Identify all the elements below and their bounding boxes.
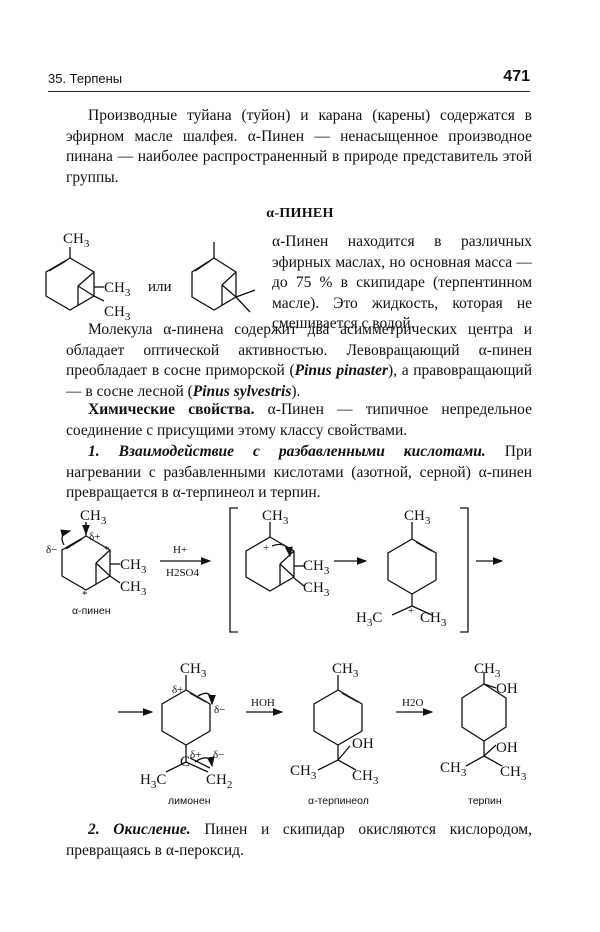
species-sylvestris: Pinus sylvestris xyxy=(192,382,292,400)
terpin-structure xyxy=(461,672,507,767)
terpineol-oh: OH xyxy=(352,736,374,752)
caption-limonene: лимонен xyxy=(168,795,211,807)
reaction2-paragraph: 2. Окисление. Пинен и скипидар окисляютс… xyxy=(66,820,532,861)
pinene-reactant xyxy=(60,522,121,591)
reaction1-text: При нагревании с разбавленными кислотами… xyxy=(66,443,532,501)
limonene-delta-minus: δ− xyxy=(214,704,225,716)
terpineol-structure xyxy=(313,675,363,771)
cation2-ch3-2: CH3 xyxy=(420,610,447,629)
terpineol-ch3-3: CH3 xyxy=(352,768,379,787)
cation2-plus: + xyxy=(408,605,414,617)
terpin-oh-1: OH xyxy=(496,681,518,697)
pinene-description: α-Пинен находится в различных эфирных ма… xyxy=(272,233,532,332)
terpinyl-cation xyxy=(387,522,437,616)
pinene-structure-labeled xyxy=(45,247,105,311)
label-ch3-top: CH3 xyxy=(63,231,90,250)
label-ch3-right: CH3 xyxy=(104,280,131,299)
chem-props-title: Химические свойства. xyxy=(88,401,255,418)
reagent-acid-bottom: H2SO4 xyxy=(166,567,200,579)
limonene-ch3: CH3 xyxy=(180,661,207,680)
cation2-ch3: CH3 xyxy=(404,508,431,527)
chem-props-text: α-Пинен — типичное непредельное соединен… xyxy=(66,401,533,439)
terpin-ch3: CH3 xyxy=(474,661,501,680)
limonene-delta-plus: δ+ xyxy=(172,684,183,696)
asym-center-1: * xyxy=(104,544,110,556)
terpin-oh-2: OH xyxy=(496,740,518,756)
cation1-plus: + xyxy=(263,542,269,554)
cation1-ch3: CH3 xyxy=(262,508,289,527)
section-title: α-ПИНЕН xyxy=(266,206,334,221)
reactant-ch3-2: CH3 xyxy=(120,557,147,576)
caption-a-pinene: α-пинен xyxy=(72,605,111,617)
cation1-ch3-3: CH3 xyxy=(303,580,330,599)
limonene-c: C xyxy=(180,754,190,770)
cation1-ch3-2: CH3 xyxy=(303,558,330,577)
header-rule xyxy=(48,91,530,92)
section-heading: 35. Терпены xyxy=(48,71,123,86)
page-number: 471 xyxy=(503,68,530,85)
molecule-text-2: ), а правовращающий — в сосне лесной ( xyxy=(66,362,532,400)
caption-terpin: терпин xyxy=(468,795,502,807)
pinene-structure-skeletal xyxy=(191,242,256,313)
bracket-left xyxy=(229,507,238,633)
reactant-ch3-3: CH3 xyxy=(120,579,147,598)
limonene-delta-plus-2: δ+ xyxy=(190,749,201,761)
molecule-text-1: Молекула α-пинена содержит два асимметри… xyxy=(66,321,532,379)
pinyl-cation xyxy=(245,522,305,592)
limonene-h3c: H3C xyxy=(140,772,166,791)
bracket-right xyxy=(460,507,469,633)
chem-props-paragraph: Химические свойства. α-Пинен — типичное … xyxy=(66,400,532,441)
reaction1-title: 1. Взаимодействие с разбавленными кислот… xyxy=(88,443,486,460)
delta-plus-1: δ+ xyxy=(89,531,100,543)
limonene-delta-minus-2: δ− xyxy=(213,749,224,761)
reagent-hoh: HOH xyxy=(251,697,275,709)
reactant-ch3: CH3 xyxy=(80,508,107,527)
reaction1-paragraph: 1. Взаимодействие с разбавленными кислот… xyxy=(66,442,532,504)
connector-or: или xyxy=(148,279,172,295)
asym-center-2: * xyxy=(82,589,88,601)
terpin-ch3-2: CH3 xyxy=(440,760,467,779)
reaction2-title: 2. Окисление. xyxy=(88,821,191,838)
delta-minus-1: δ− xyxy=(46,544,57,556)
terpineol-ch3-2: CH3 xyxy=(290,763,317,782)
cation2-h3c: H3C xyxy=(356,610,382,629)
molecule-paragraph: Молекула α-пинена содержит два асимметри… xyxy=(66,320,532,402)
intro-paragraph: Производные туйана (туйон) и карана (кар… xyxy=(66,107,532,186)
caption-a-terpineol: α-терпинеол xyxy=(308,795,369,807)
terpineol-ch3: CH3 xyxy=(332,661,359,680)
molecule-text-3: ). xyxy=(291,382,301,400)
limonene-structure xyxy=(161,675,216,773)
page-header: 35. Терпены 471 xyxy=(48,68,530,90)
reaction2-text: Пинен и скипидар окисляются кислородом, … xyxy=(66,821,532,859)
label-ch3-bottom: CH3 xyxy=(104,304,131,323)
reagent-acid-top: H+ xyxy=(173,544,187,556)
terpin-ch3-3: CH3 xyxy=(500,764,527,783)
limonene-ch2: CH2 xyxy=(206,772,232,791)
species-pinaster: Pinus pinaster xyxy=(294,362,389,379)
reagent-h2o: H2O xyxy=(402,697,423,709)
